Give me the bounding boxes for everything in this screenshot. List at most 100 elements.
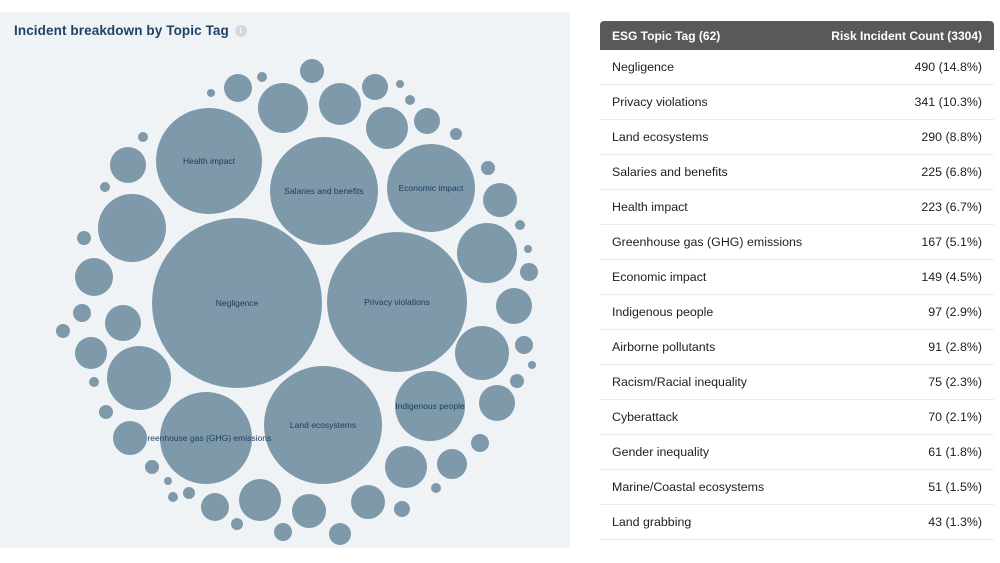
topic-bubble[interactable] [73, 304, 91, 322]
topic-bubble[interactable] [396, 80, 404, 88]
topic-bubble-health-impact[interactable] [156, 108, 262, 214]
topic-bubble[interactable] [385, 446, 427, 488]
topic-bubble[interactable] [496, 288, 532, 324]
topic-bubble[interactable] [145, 460, 159, 474]
topic-bubble[interactable] [110, 147, 146, 183]
incident-table: ESG Topic Tag (62) Risk Incident Count (… [600, 21, 994, 540]
topic-bubble-economic-impact[interactable] [387, 144, 475, 232]
table-row[interactable]: Marine/Coastal ecosystems 51 (1.5%) [600, 470, 994, 505]
incident-count-cell: 51 (1.5%) [928, 480, 982, 494]
topic-bubble[interactable] [164, 477, 172, 485]
topic-bubble[interactable] [450, 128, 462, 140]
incident-count-cell: 223 (6.7%) [921, 200, 982, 214]
topic-tag-cell: Cyberattack [612, 410, 679, 424]
topic-bubble[interactable] [105, 305, 141, 341]
topic-bubble[interactable] [479, 385, 515, 421]
incident-count-cell: 91 (2.8%) [928, 340, 982, 354]
topic-bubble[interactable] [201, 493, 229, 521]
topic-tag-cell: Salaries and benefits [612, 165, 728, 179]
table-row[interactable]: Cyberattack 70 (2.1%) [600, 400, 994, 435]
topic-bubble[interactable] [107, 346, 171, 410]
topic-bubble[interactable] [231, 518, 243, 530]
info-icon[interactable]: i [234, 24, 247, 37]
topic-bubble[interactable] [351, 485, 385, 519]
topic-tag-cell: Indigenous people [612, 305, 714, 319]
header-incident-count: Risk Incident Count (3304) [831, 28, 982, 43]
topic-tag-cell: Gender inequality [612, 445, 710, 459]
topic-bubble[interactable] [319, 83, 361, 125]
topic-bubble-land-ecosystems[interactable] [264, 366, 382, 484]
incident-count-cell: 75 (2.3%) [928, 375, 982, 389]
topic-bubble[interactable] [75, 258, 113, 296]
topic-bubble[interactable] [405, 95, 415, 105]
topic-bubble[interactable] [183, 487, 195, 499]
topic-bubble[interactable] [239, 479, 281, 521]
topic-bubble[interactable] [457, 223, 517, 283]
topic-bubble[interactable] [89, 377, 99, 387]
topic-bubble-privacy-violations[interactable] [327, 232, 467, 372]
topic-bubble[interactable] [431, 483, 441, 493]
topic-bubble[interactable] [515, 220, 525, 230]
topic-bubble[interactable] [394, 501, 410, 517]
topic-bubble[interactable] [471, 434, 489, 452]
topic-bubble[interactable] [138, 132, 148, 142]
table-row[interactable]: Health impact 223 (6.7%) [600, 190, 994, 225]
topic-bubble-negligence[interactable] [152, 218, 322, 388]
topic-bubble[interactable] [366, 107, 408, 149]
incident-count-cell: 97 (2.9%) [928, 305, 982, 319]
topic-bubble[interactable] [437, 449, 467, 479]
topic-bubble[interactable] [483, 183, 517, 217]
incident-count-cell: 225 (6.8%) [921, 165, 982, 179]
topic-bubble-greenhouse-gas-ghg-emissions[interactable] [160, 392, 252, 484]
topic-bubble[interactable] [455, 326, 509, 380]
topic-bubble[interactable] [224, 74, 252, 102]
topic-bubble[interactable] [274, 523, 292, 541]
table-row[interactable]: Negligence 490 (14.8%) [600, 50, 994, 85]
topic-bubble[interactable] [292, 494, 326, 528]
topic-bubble[interactable] [510, 374, 524, 388]
topic-bubble[interactable] [300, 59, 324, 83]
topic-bubble[interactable] [56, 324, 70, 338]
topic-bubble[interactable] [329, 523, 351, 545]
topic-bubble[interactable] [77, 231, 91, 245]
topic-tag-cell: Marine/Coastal ecosystems [612, 480, 765, 494]
topic-bubble[interactable] [258, 83, 308, 133]
topic-bubble[interactable] [98, 194, 166, 262]
topic-bubble-indigenous-people[interactable] [395, 371, 465, 441]
topic-bubble[interactable] [528, 361, 536, 369]
table-row[interactable]: Indigenous people 97 (2.9%) [600, 295, 994, 330]
topic-bubble[interactable] [515, 336, 533, 354]
topic-tag-cell: Health impact [612, 200, 688, 214]
topic-bubble[interactable] [524, 245, 532, 253]
incident-count-cell: 149 (4.5%) [921, 270, 982, 284]
table-row[interactable]: Salaries and benefits 225 (6.8%) [600, 155, 994, 190]
topic-bubble[interactable] [100, 182, 110, 192]
topic-bubble[interactable] [75, 337, 107, 369]
topic-bubble[interactable] [257, 72, 267, 82]
incident-count-cell: 43 (1.3%) [928, 515, 982, 529]
topic-bubble[interactable] [520, 263, 538, 281]
topic-bubble[interactable] [113, 421, 147, 455]
incident-count-cell: 70 (2.1%) [928, 410, 982, 424]
topic-bubble-salaries-and-benefits[interactable] [270, 137, 378, 245]
topic-bubble[interactable] [168, 492, 178, 502]
topic-bubble[interactable] [481, 161, 495, 175]
topic-bubble[interactable] [207, 89, 215, 97]
topic-bubble[interactable] [414, 108, 440, 134]
topic-bubble[interactable] [362, 74, 388, 100]
incident-count-cell: 490 (14.8%) [914, 60, 982, 74]
topic-bubble[interactable] [99, 405, 113, 419]
topic-tag-cell: Negligence [612, 60, 674, 74]
table-header: ESG Topic Tag (62) Risk Incident Count (… [600, 21, 994, 50]
